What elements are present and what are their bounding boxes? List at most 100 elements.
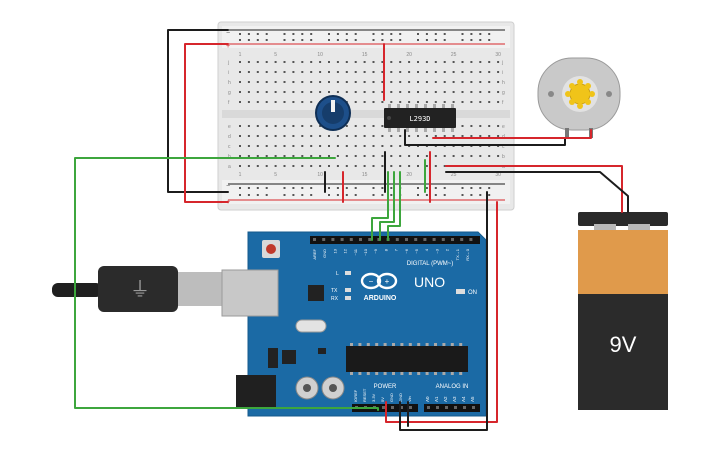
wire-black-battery-a	[445, 171, 629, 213]
digital-pin-label: ~6	[404, 248, 409, 253]
wire-black-rail-left	[167, 29, 229, 193]
digital-pin-label: GND	[322, 249, 327, 258]
l293d-label: L293D	[409, 115, 430, 123]
row-letter: g	[228, 90, 231, 96]
digital-pin-label: 8	[383, 248, 388, 251]
battery-9v[interactable]: 9V	[578, 212, 668, 410]
power-pin-label: RESET	[362, 388, 367, 402]
svg-text:−: −	[226, 183, 230, 190]
wire-green-d8	[387, 171, 401, 241]
analog-pin-label: A3	[452, 396, 457, 402]
row-letter: h	[228, 80, 231, 86]
column-number: 20	[406, 52, 412, 58]
row-letter: e	[502, 124, 505, 130]
row-letter: e	[228, 124, 231, 130]
column-number: 5	[274, 172, 277, 178]
digital-pin-label: ~9	[373, 248, 378, 253]
column-number: 25	[451, 52, 457, 58]
l293d-chip: L293D	[384, 104, 456, 132]
row-letter: h	[502, 80, 505, 86]
wire-red-motor	[432, 129, 592, 139]
wire-black-motor	[404, 129, 566, 146]
column-number: 5	[274, 52, 277, 58]
row-letter: b	[502, 154, 505, 160]
analog-pin-label: A4	[461, 396, 466, 402]
row-letter: d	[228, 134, 231, 140]
power-pin-label: GND	[389, 393, 394, 402]
wire-green-pot	[74, 157, 379, 411]
column-number: 20	[406, 172, 412, 178]
column-number: 30	[495, 172, 501, 178]
svg-text:−: −	[226, 30, 230, 37]
analog-pin-label: A2	[443, 396, 448, 402]
row-letter: f	[228, 100, 230, 106]
power-pin-label: 5V	[380, 397, 385, 402]
row-letter: f	[502, 100, 504, 106]
svg-text:−: −	[369, 277, 374, 286]
arduino-model: UNO	[414, 274, 445, 290]
wires	[74, 29, 629, 431]
digital-pin-label: RX←0	[465, 248, 470, 261]
column-number: 25	[451, 172, 457, 178]
power-pin-label: Vin	[407, 396, 412, 402]
column-number: 15	[362, 52, 368, 58]
wire-red-vin	[385, 201, 498, 423]
analog-header	[424, 404, 480, 412]
usb-cable: ⏚	[52, 266, 222, 312]
potentiometer[interactable]	[315, 95, 351, 131]
power-pin-label: 3.3V	[371, 393, 376, 402]
wire-black-gnd	[399, 191, 488, 431]
row-letter: a	[228, 164, 231, 170]
arduino-uno: AREF GND 13 12 ~11 ~10 ~9 8 7 ~6 ~5 4 ~3 2 TX→1 RX←0 DI…	[221, 231, 487, 417]
digital-pin-label: ~11	[353, 248, 358, 255]
digital-label: DIGITAL (PWM~)	[407, 261, 454, 267]
digital-pin-label: TX→1	[455, 248, 460, 260]
digital-pin-label: ~10	[363, 248, 368, 256]
tx-led-label: TX	[331, 288, 338, 294]
power-pin-label: IOREF	[353, 389, 358, 402]
usb-icon: ⏚	[130, 279, 150, 301]
row-letter: j	[501, 60, 503, 66]
column-number: 1	[239, 52, 242, 58]
analog-pin-label: A5	[470, 396, 475, 402]
reset-button[interactable]	[266, 244, 276, 254]
battery-label: 9V	[610, 332, 637, 357]
row-letter: j	[227, 60, 229, 66]
digital-pin-label: 7	[394, 248, 399, 251]
l-led-label: L	[336, 271, 339, 277]
row-letter: i	[502, 70, 503, 76]
digital-pin-label: 2	[445, 248, 450, 251]
row-letter: c	[502, 144, 505, 150]
dc-motor[interactable]	[537, 57, 621, 138]
wire-green-d10	[371, 171, 389, 241]
digital-pin-label: AREF	[312, 248, 317, 259]
digital-pin-label: 13	[332, 248, 337, 253]
digital-pin-label: 4	[424, 248, 429, 251]
digital-pin-label: ~3	[434, 248, 439, 253]
analog-pin-label: A1	[434, 396, 439, 402]
arduino-logo-text: ARDUINO	[364, 295, 397, 302]
wire-red-battery	[445, 165, 623, 213]
wire-red-rail-left	[184, 43, 229, 203]
on-led-label: ON	[468, 290, 477, 296]
svg-text:+: +	[226, 43, 230, 50]
column-number: 1	[239, 172, 242, 178]
analog-pin-label: A0	[425, 396, 430, 402]
power-pin-label: GND	[398, 393, 403, 402]
column-number: 30	[495, 52, 501, 58]
digital-header	[310, 236, 480, 244]
row-letter: i	[228, 70, 229, 76]
rx-led-label: RX	[331, 296, 339, 302]
column-number: 10	[317, 52, 323, 58]
digital-pin-label: ~5	[414, 248, 419, 253]
svg-text:+: +	[385, 277, 390, 286]
digital-pin-label: 12	[343, 248, 348, 253]
row-letter: c	[228, 144, 231, 150]
power-label: POWER	[374, 384, 397, 390]
arduino-logo: − +	[360, 272, 398, 290]
wire-green-d9	[379, 171, 395, 241]
column-number: 15	[362, 172, 368, 178]
